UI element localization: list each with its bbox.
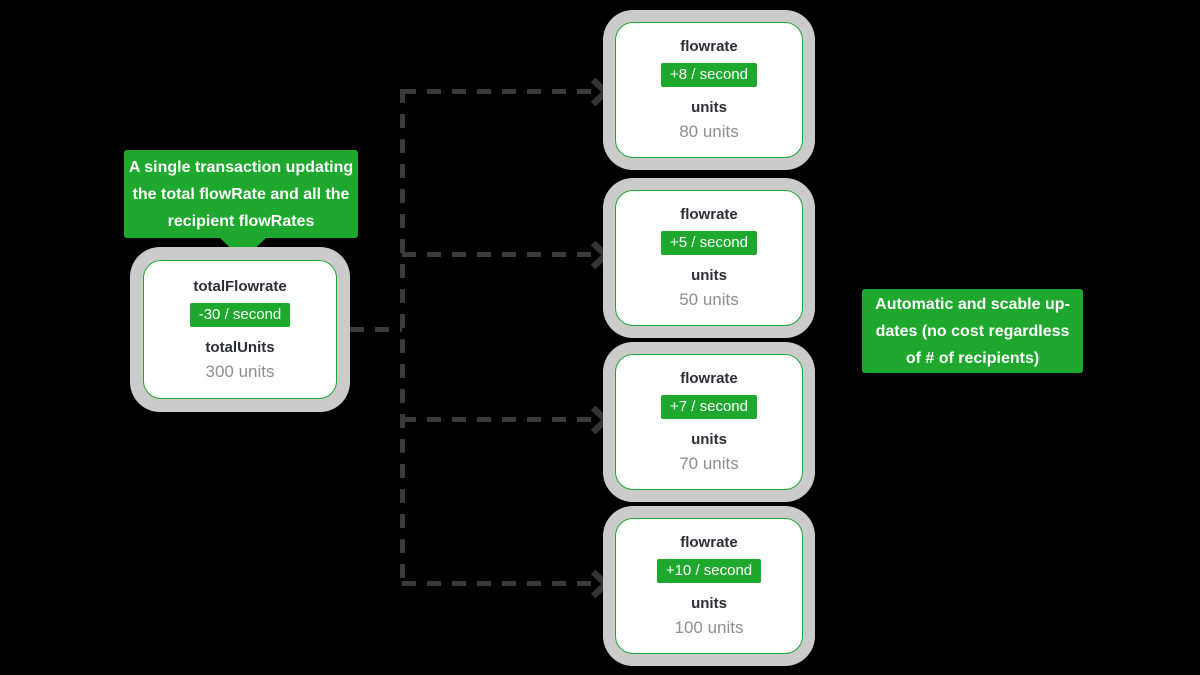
note-line: Automatic and scable up- [875, 295, 1070, 313]
flowrate-badge: +5 / second [661, 231, 757, 255]
flowrate-label: flowrate [680, 534, 738, 551]
callout-line: recipient flowRates [167, 212, 315, 230]
units-value: 100 units [674, 618, 744, 637]
connector-branch-2 [402, 252, 592, 257]
recipient-card-body: flowrate +10 / second units 100 units [615, 518, 803, 654]
source-card-body: totalFlowrate -30 / second totalUnits 30… [143, 260, 337, 399]
flowrate-label: flowrate [680, 206, 738, 223]
callout-line: the total flowRate and all the [132, 185, 350, 203]
flowrate-badge: +8 / second [661, 63, 757, 87]
recipient-card-body: flowrate +8 / second units 80 units [615, 22, 803, 158]
flowrate-badge: +7 / second [661, 395, 757, 419]
units-label: units [691, 267, 727, 284]
recipient-card-body: flowrate +5 / second units 50 units [615, 190, 803, 326]
total-flowrate-label: totalFlowrate [193, 277, 287, 295]
units-value: 50 units [679, 290, 739, 309]
total-flowrate-badge: -30 / second [189, 302, 291, 327]
total-units-label: totalUnits [205, 338, 275, 356]
connector-stub-from-source [350, 327, 402, 332]
flowrate-badge: +10 / second [656, 559, 762, 583]
note-line: dates (no cost regardless [875, 322, 1070, 340]
units-label: units [691, 595, 727, 612]
connector-branch-3 [402, 417, 592, 422]
total-units-value: 300 units [205, 361, 275, 381]
flowrate-label: flowrate [680, 370, 738, 387]
connector-vertical-trunk [400, 89, 405, 586]
transaction-callout: A single transaction updating the total … [124, 150, 358, 238]
units-label: units [691, 99, 727, 116]
units-value: 70 units [679, 454, 739, 473]
recipient-card-body: flowrate +7 / second units 70 units [615, 354, 803, 490]
connector-branch-1 [402, 89, 592, 94]
units-value: 80 units [679, 122, 739, 141]
source-card: totalFlowrate -30 / second totalUnits 30… [130, 247, 350, 412]
units-label: units [691, 431, 727, 448]
recipient-card: flowrate +5 / second units 50 units [603, 178, 815, 338]
flowrate-label: flowrate [680, 38, 738, 55]
connector-branch-4 [402, 581, 592, 586]
callout-line: A single transaction updating [128, 158, 354, 176]
recipient-card: flowrate +8 / second units 80 units [603, 10, 815, 170]
recipient-card: flowrate +7 / second units 70 units [603, 342, 815, 502]
recipient-card: flowrate +10 / second units 100 units [603, 506, 815, 666]
note-line: of # of recipients) [905, 349, 1040, 367]
updates-note: Automatic and scable up- dates (no cost … [862, 289, 1083, 373]
